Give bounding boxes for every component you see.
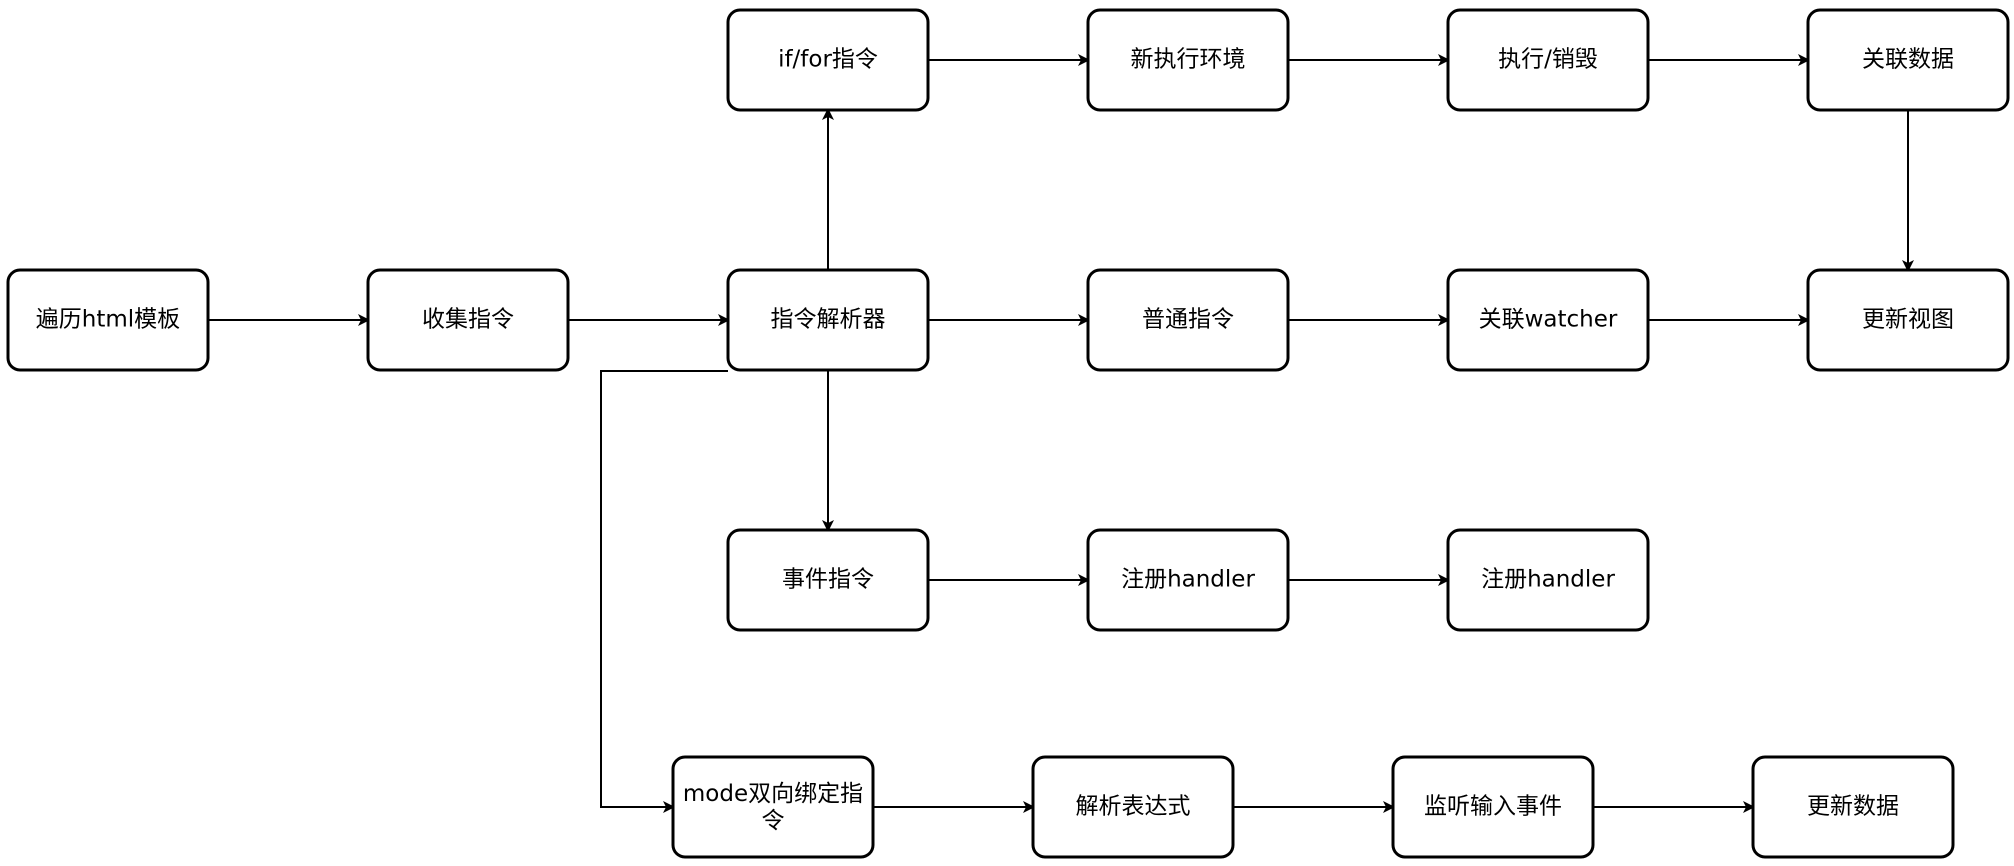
node-box xyxy=(1391,755,1595,859)
node-box xyxy=(1446,268,1650,372)
node-box xyxy=(1446,528,1650,632)
node-box xyxy=(1751,755,1955,859)
node-collect: 收集指令 xyxy=(366,268,570,372)
node-box xyxy=(1806,268,2010,372)
node-iffor: if/for指令 xyxy=(726,8,930,112)
node-label: 注册handler xyxy=(1121,567,1255,593)
node-update_data: 更新数据 xyxy=(1751,755,1955,859)
node-box xyxy=(1086,268,1290,372)
node-label: 遍历html模板 xyxy=(36,307,180,333)
node-box xyxy=(1446,8,1650,112)
node-link_watcher: 关联watcher xyxy=(1446,268,1650,372)
node-update_view: 更新视图 xyxy=(1806,268,2010,372)
node-label-model: mode双向绑定指令 xyxy=(683,781,863,834)
node-parse_expr: 解析表达式 xyxy=(1031,755,1235,859)
node-box xyxy=(726,528,930,632)
node-parser: 指令解析器 xyxy=(726,268,930,372)
node-box xyxy=(671,755,875,859)
edge-parser-to-model xyxy=(600,370,728,813)
node-label: 指令解析器 xyxy=(771,307,886,333)
node-label: 更新数据 xyxy=(1807,794,1899,820)
node-label: 事件指令 xyxy=(782,567,874,593)
node-normal: 普通指令 xyxy=(1086,268,1290,372)
node-register2: 注册handler xyxy=(1446,528,1650,632)
node-label: 普通指令 xyxy=(1142,307,1234,333)
node-label: 执行/销毁 xyxy=(1498,47,1598,73)
node-label: 解析表达式 xyxy=(1076,794,1191,820)
node-box xyxy=(1086,8,1290,112)
node-label: 关联watcher xyxy=(1479,307,1618,333)
node-label: if/for指令 xyxy=(778,47,878,73)
node-new_env: 新执行环境 xyxy=(1086,8,1290,112)
node-box xyxy=(1806,8,2010,112)
node-model: mode双向绑定指令 xyxy=(671,755,875,859)
node-box xyxy=(726,8,930,112)
node-event: 事件指令 xyxy=(726,528,930,632)
node-label: 注册handler xyxy=(1481,567,1615,593)
node-label: 更新视图 xyxy=(1862,307,1954,333)
node-box xyxy=(366,268,570,372)
node-label: 监听输入事件 xyxy=(1424,794,1562,820)
node-label: 收集指令 xyxy=(422,307,514,333)
node-box xyxy=(726,268,930,372)
node-box xyxy=(1086,528,1290,632)
node-link_data: 关联数据 xyxy=(1806,8,2010,112)
node-traverse: 遍历html模板 xyxy=(6,268,210,372)
edges xyxy=(208,54,1914,813)
node-box xyxy=(6,268,210,372)
nodes: 遍历html模板 收集指令 指令解析器 if/for指令 新执行环境 执行/销毁 关联数据普… xyxy=(6,8,2010,859)
node-label: 新执行环境 xyxy=(1131,47,1246,73)
node-exec_destroy: 执行/销毁 xyxy=(1446,8,1650,112)
node-register1: 注册handler xyxy=(1086,528,1290,632)
node-box xyxy=(1031,755,1235,859)
node-label: 关联数据 xyxy=(1862,47,1954,73)
node-listen_input: 监听输入事件 xyxy=(1391,755,1595,859)
